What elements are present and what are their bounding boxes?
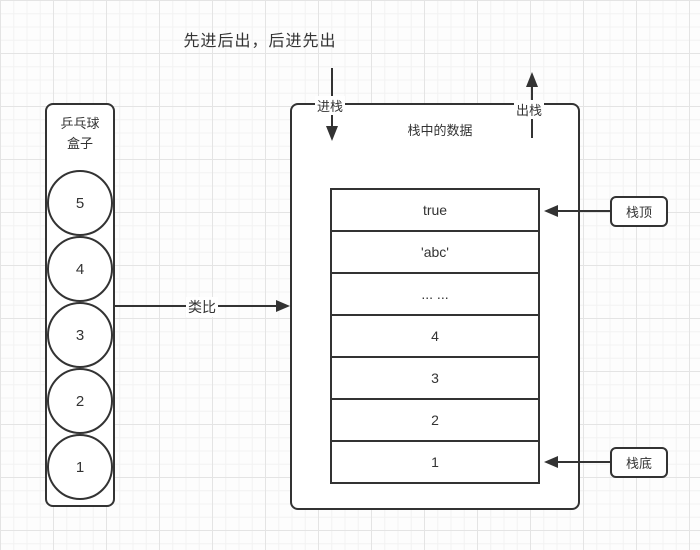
stack-table: true 'abc' ... ... 4 3 2 1 bbox=[330, 188, 540, 484]
stack-row-2: 2 bbox=[332, 400, 538, 442]
ball-1: 1 bbox=[47, 434, 113, 500]
ball-4-number: 4 bbox=[75, 260, 85, 278]
pingpong-box-label-line2: 盒子 bbox=[66, 136, 93, 151]
ball-2: 2 bbox=[47, 368, 113, 434]
ball-3-number: 3 bbox=[75, 326, 85, 344]
diagram-title: 先进后出，后进先出 bbox=[183, 33, 337, 50]
ball-4: 4 bbox=[47, 236, 113, 302]
pop-label: 出栈 bbox=[514, 100, 545, 119]
ball-5: 5 bbox=[47, 170, 113, 236]
push-label: 进栈 bbox=[315, 96, 346, 115]
ball-1-number: 1 bbox=[75, 458, 85, 476]
analogy-label: 类比 bbox=[186, 297, 218, 317]
stack-row-abc: 'abc' bbox=[332, 232, 538, 274]
ball-5-number: 5 bbox=[75, 194, 85, 212]
analogy-arrowhead-icon bbox=[276, 300, 290, 312]
pingpong-box-label-line1: 乒乓球 bbox=[60, 116, 100, 131]
ball-3: 3 bbox=[47, 302, 113, 368]
stack-row-1: 1 bbox=[431, 454, 439, 470]
stack-title: 栈中的数据 bbox=[407, 123, 473, 138]
stack-top-badge: 栈顶 bbox=[610, 196, 668, 227]
pingpong-box-label: 乒乓球 盒子 bbox=[45, 114, 115, 154]
ball-2-number: 2 bbox=[75, 392, 85, 410]
stack-row-ellipsis: ... ... bbox=[332, 274, 538, 316]
stack-row-3: 3 bbox=[332, 358, 538, 400]
stack-row-true: true bbox=[332, 190, 538, 232]
stack-row-4: 4 bbox=[332, 316, 538, 358]
pop-arrowhead-icon bbox=[526, 72, 538, 87]
stack-bottom-badge: 栈底 bbox=[610, 447, 668, 478]
